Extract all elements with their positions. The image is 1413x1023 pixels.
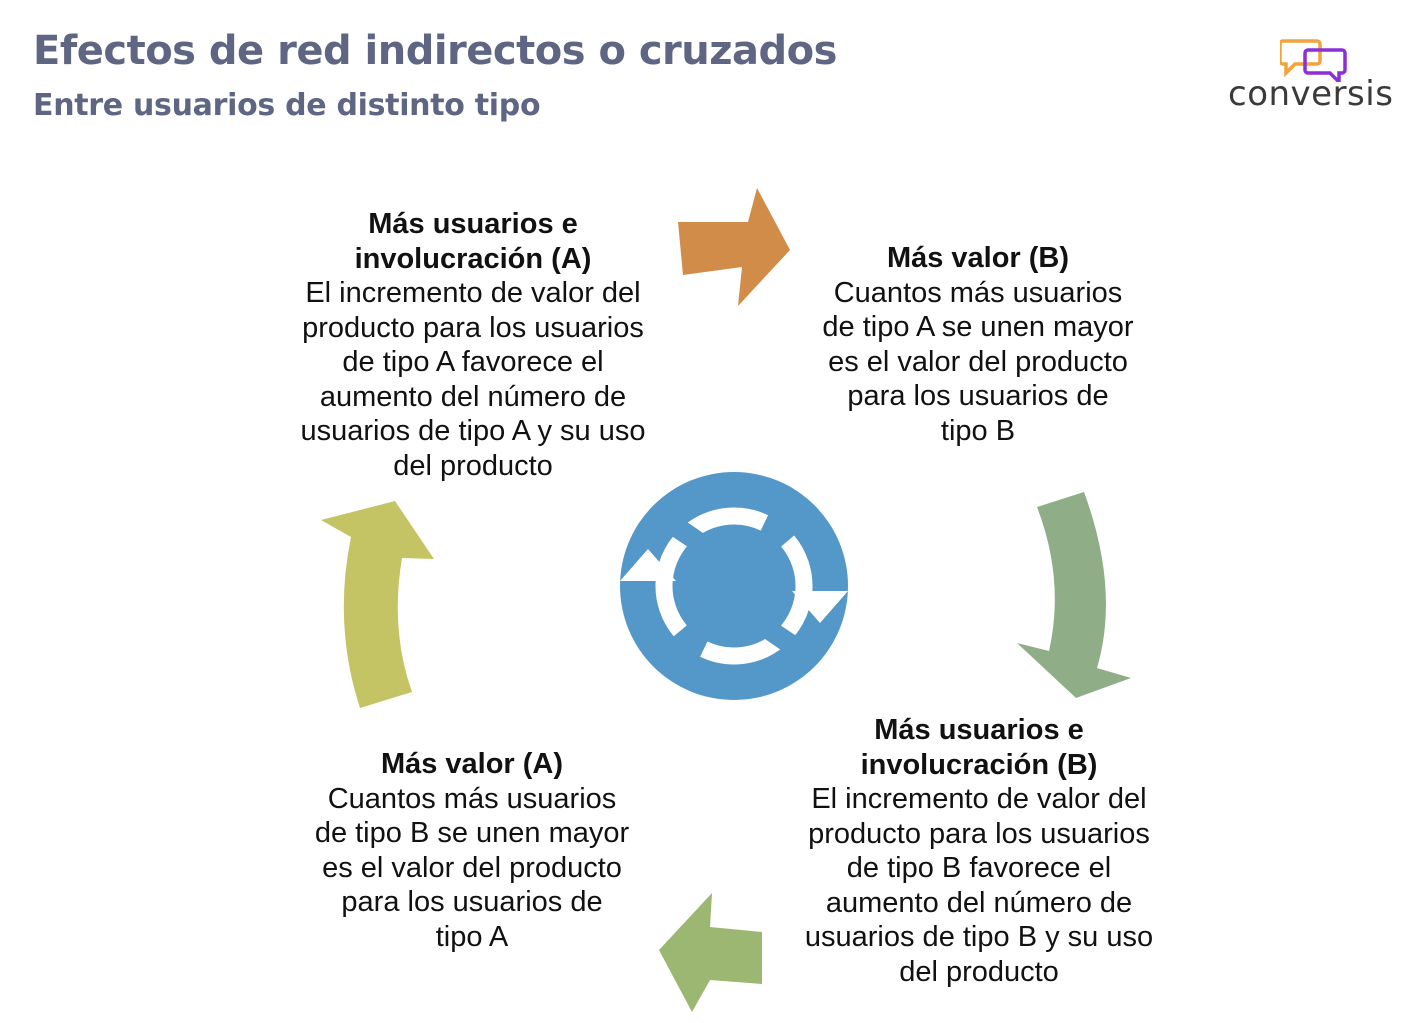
node-heading: Más valor (A) (380, 748, 564, 780)
logo-text: conversis (1228, 74, 1394, 114)
arrow-right-icon (1017, 492, 1131, 698)
node-heading: Más usuarios e involucración (B) (860, 714, 1098, 781)
node-description: Cuantos más usuarios de tipo B se unen m… (314, 782, 630, 953)
node-description: El incremento de valor del producto para… (300, 277, 646, 482)
page-subtitle: Entre usuarios de distinto tipo (33, 88, 541, 123)
node-top-right: Más valor (B) Cuantos más usuarios de ti… (773, 241, 1183, 448)
arrow-left-icon (321, 501, 434, 708)
arrow-top-icon (678, 188, 790, 306)
node-bottom-left: Más valor (A) Cuantos más usuarios de ti… (267, 747, 677, 954)
node-top-left: Más usuarios e involucración (A) El incr… (268, 207, 678, 483)
refresh-cycle-icon (620, 472, 848, 700)
node-heading: Más usuarios e involucración (A) (354, 208, 592, 275)
node-bottom-right: Más usuarios e involucración (B) El incr… (774, 713, 1184, 989)
node-heading: Más valor (B) (886, 242, 1070, 274)
node-description: Cuantos más usuarios de tipo A se unen m… (822, 276, 1134, 447)
arrow-bottom-icon (659, 893, 762, 1012)
page-title: Efectos de red indirectos o cruzados (33, 28, 837, 74)
speech-bubbles-icon (1280, 39, 1347, 82)
node-description: El incremento de valor del producto para… (804, 783, 1154, 988)
conversis-logo: conversis (1228, 38, 1408, 118)
